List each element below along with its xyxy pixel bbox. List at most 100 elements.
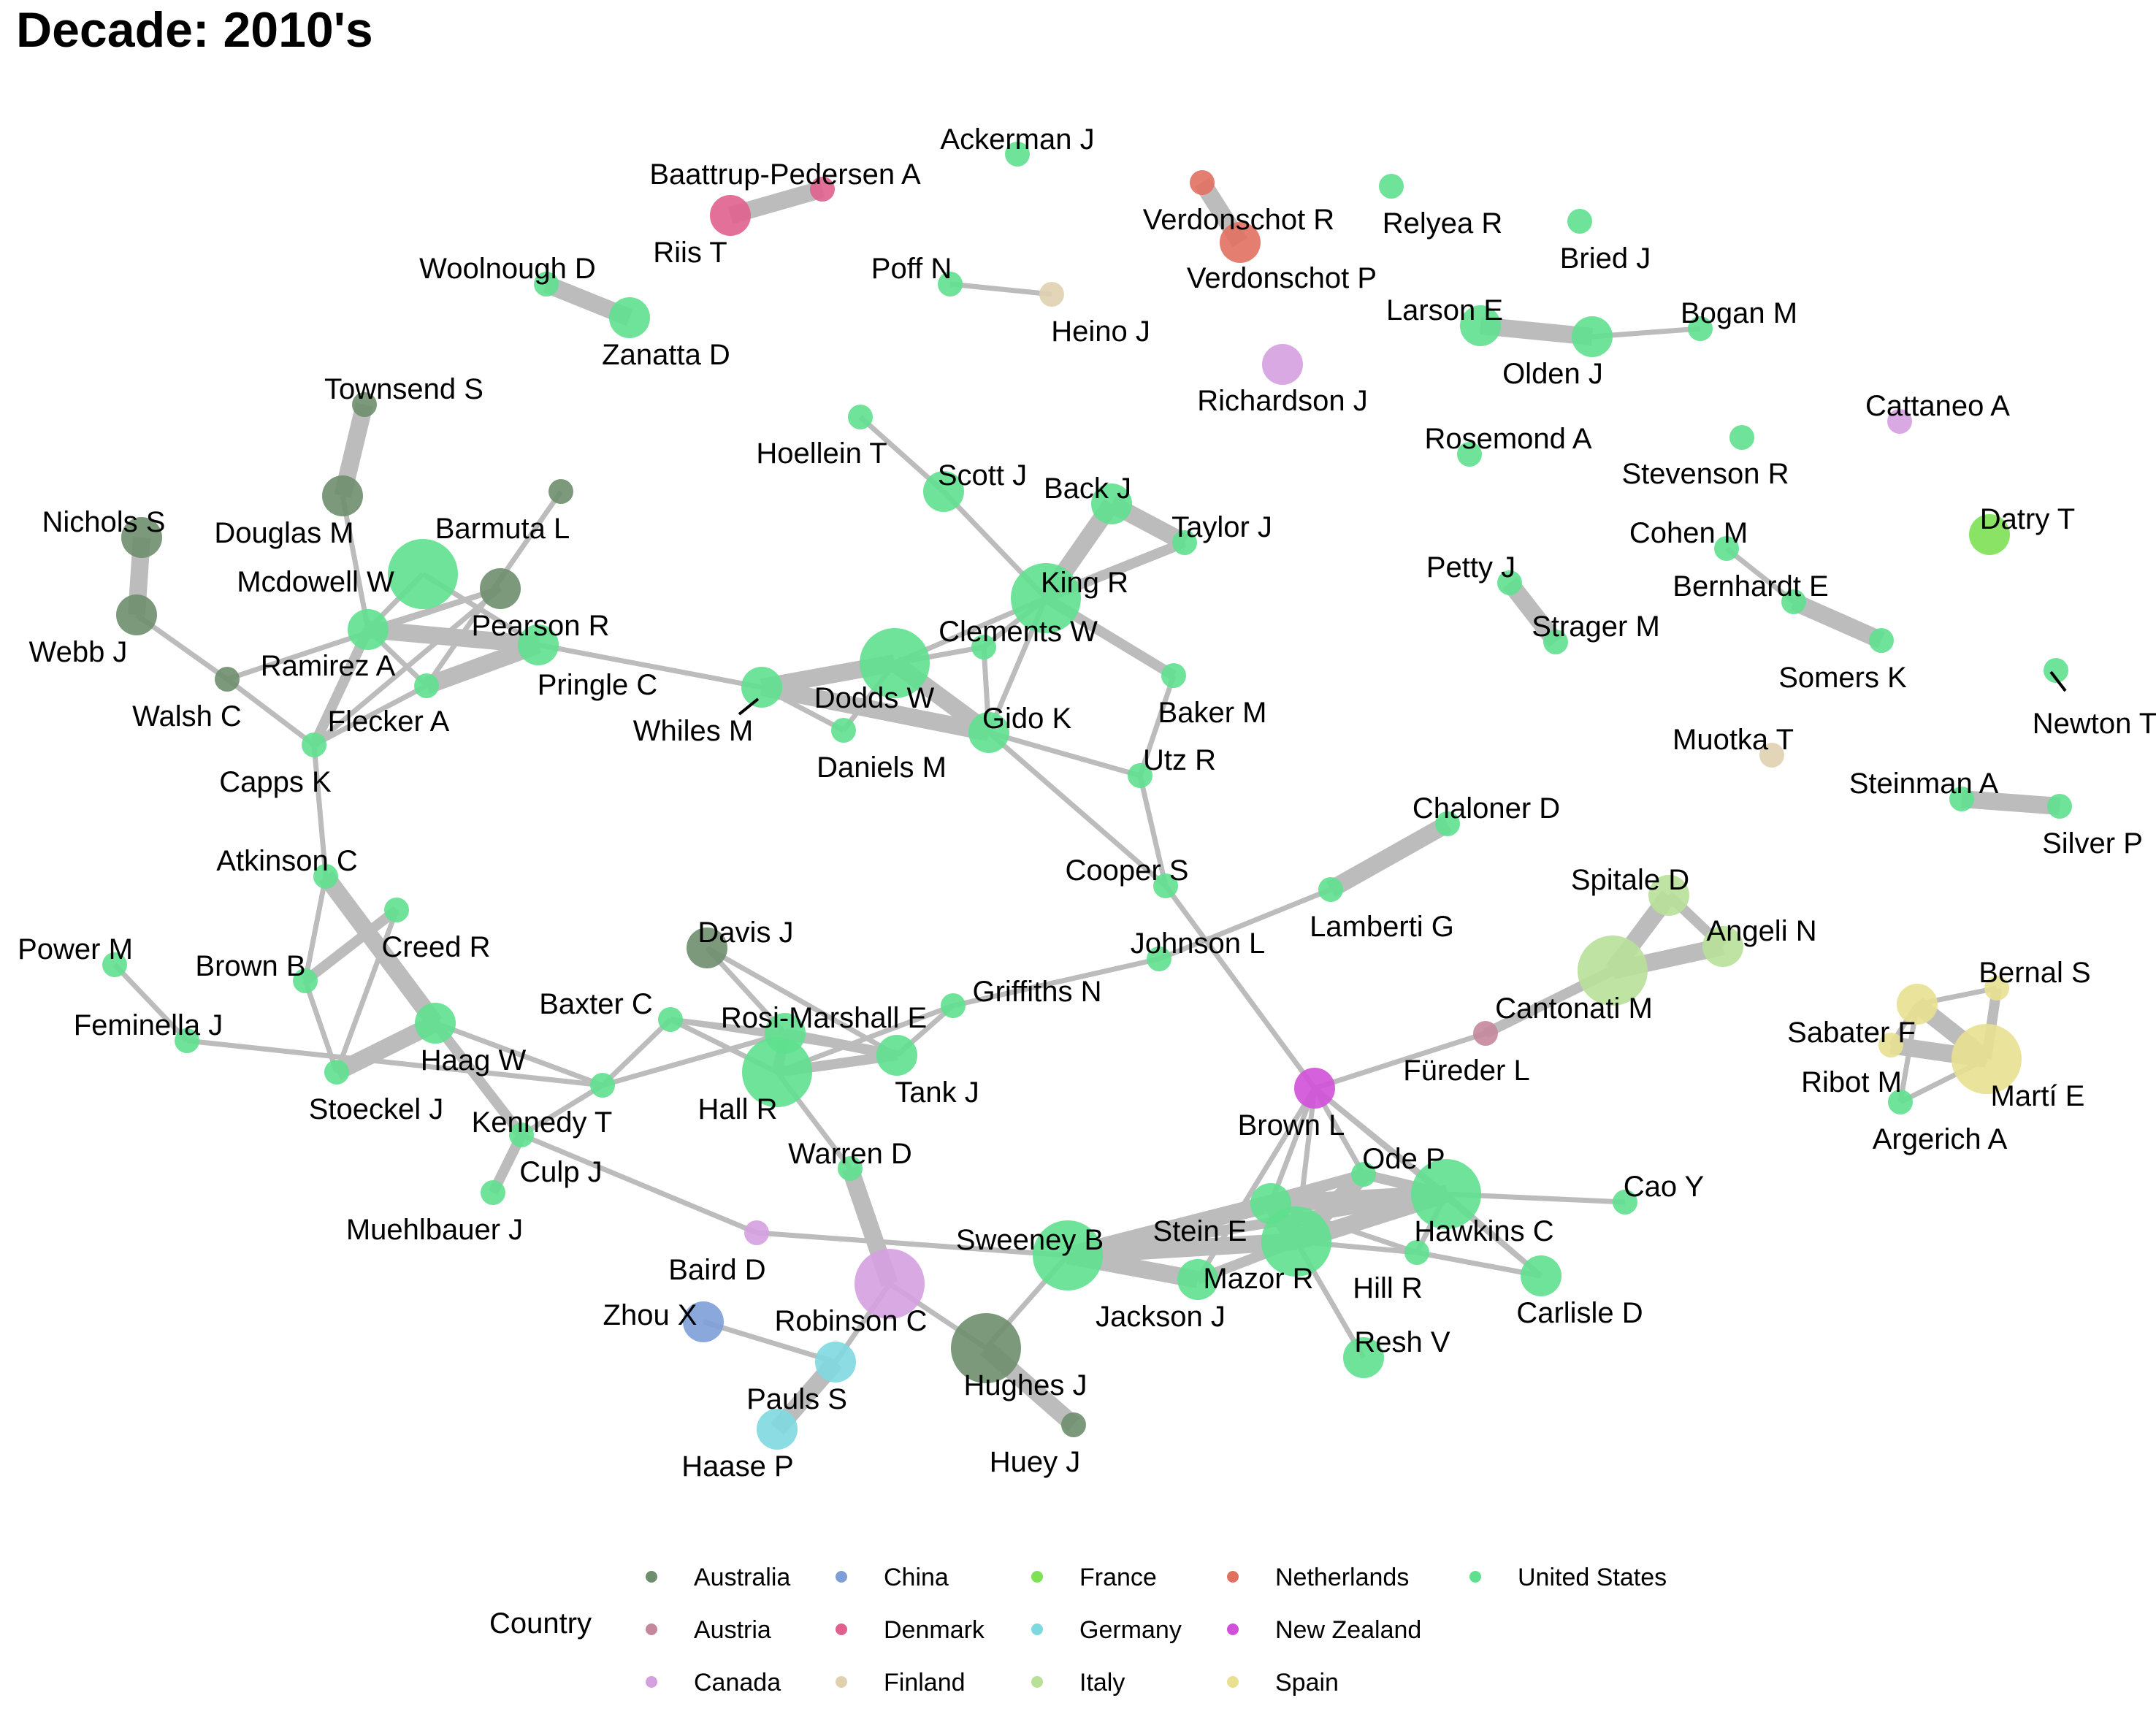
- legend-label-italy: Italy: [1079, 1669, 1125, 1697]
- node-label-riis-t: Riis T: [653, 237, 727, 269]
- node-hawkins-c: [1411, 1159, 1481, 1229]
- node-label-ackerman-j: Ackerman J: [940, 123, 1094, 156]
- node-zhou-x: [683, 1301, 724, 1342]
- node-scott-j: [923, 471, 964, 512]
- node-label-fureder-l: Füreder L: [1403, 1055, 1529, 1087]
- node-brown-l: [1294, 1068, 1335, 1109]
- node-culp-j: [509, 1122, 534, 1147]
- node-label-daniels-m: Daniels M: [817, 751, 947, 784]
- node-mazor-r: [1261, 1206, 1331, 1277]
- node-relyea-r: [1379, 174, 1404, 199]
- legend-swatch-australia: [646, 1571, 657, 1583]
- label-leader-line-1: [2049, 670, 2067, 692]
- node-taylor-j: [1172, 530, 1197, 555]
- edge-brown-l-stein-e: [1268, 1087, 1318, 1205]
- node-heino-j: [1039, 282, 1064, 307]
- node-label-argerich-a: Argerich A: [1873, 1123, 2008, 1155]
- legend-swatch-finland: [836, 1676, 847, 1688]
- legend-label-china: China: [884, 1564, 949, 1591]
- node-label-stein-e: Stein E: [1153, 1215, 1247, 1247]
- legend-swatch-france: [1031, 1571, 1043, 1583]
- node-label-tank-j: Tank J: [895, 1076, 979, 1109]
- node-label-robinson-c: Robinson C: [774, 1305, 927, 1337]
- node-label-clements-w: Clements W: [939, 616, 1098, 648]
- legend-swatch-spain: [1227, 1676, 1239, 1688]
- node-label-cohen-m: Cohen M: [1629, 517, 1748, 549]
- node-hughes-j: [951, 1313, 1021, 1383]
- node-label-rosemond-a: Rosemond A: [1424, 423, 1591, 455]
- node-cantonati-m: [1578, 936, 1648, 1006]
- node-label-dodds-w: Dodds W: [814, 682, 935, 714]
- node-label-chaloner-d: Chaloner D: [1413, 792, 1560, 825]
- node-warren-d: [838, 1156, 863, 1181]
- legend-label-australia: Australia: [694, 1564, 790, 1591]
- node-label-mcdowell-w: Mcdowell W: [237, 566, 394, 598]
- node-label-datry-t: Datry T: [1980, 503, 2075, 535]
- node-label-ode-p: Ode P: [1362, 1143, 1445, 1175]
- legend: Country AustraliaAustriaCanadaChinaDenma…: [489, 1564, 1667, 1697]
- node-spitale-d: [1648, 875, 1689, 916]
- node-label-richardson-j: Richardson J: [1197, 385, 1367, 417]
- node-label-somers-k: Somers K: [1778, 662, 1907, 694]
- node-verdonschot-p: [1220, 222, 1261, 263]
- node-richardson-j: [1262, 344, 1303, 385]
- legend-swatch-italy: [1031, 1676, 1043, 1688]
- node-label-baird-d: Baird D: [668, 1254, 765, 1286]
- edge-bernhardt-e-somers-k: [1790, 594, 1885, 649]
- edge-steinman-a-silver-p: [1961, 790, 2060, 815]
- node-label-brown-b: Brown B: [195, 950, 305, 982]
- node-label-spitale-d: Spitale D: [1571, 864, 1689, 896]
- node-label-pringle-c: Pringle C: [538, 669, 658, 701]
- node-label-muehlbauer-j: Muehlbauer J: [346, 1214, 523, 1246]
- node-label-webb-j: Webb J: [29, 636, 128, 668]
- node-label-heino-j: Heino J: [1051, 315, 1150, 348]
- legend-swatch-netherlands: [1227, 1571, 1239, 1583]
- node-verdonschot-r: [1190, 170, 1215, 195]
- legend-swatch-united-states: [1469, 1571, 1481, 1583]
- node-label-townsend-s: Townsend S: [324, 373, 483, 405]
- node-label-bogan-m: Bogan M: [1681, 297, 1797, 329]
- node-label-muotka-t: Muotka T: [1673, 724, 1794, 756]
- node-label-douglas-m: Douglas M: [214, 517, 353, 549]
- node-cao-y: [1613, 1190, 1637, 1215]
- edge-chaloner-d-lamberti-g: [1326, 816, 1452, 898]
- node-label-flecker-a: Flecker A: [328, 705, 450, 738]
- plot-title: Decade: 2010's: [16, 2, 373, 58]
- node-riis-t: [710, 195, 751, 236]
- node-label-poff-n: Poff N: [871, 253, 952, 285]
- node-back-j: [1091, 483, 1132, 524]
- node-cooper-s: [1153, 873, 1178, 898]
- node-whiles-m: [741, 667, 782, 708]
- edge-brown-l-jackson-j: [1196, 1087, 1317, 1281]
- edge-gido-k-cooper-s: [987, 730, 1168, 888]
- node-strager-m: [1543, 630, 1568, 654]
- legend-label-united-states: United States: [1518, 1564, 1667, 1591]
- node-hill-r: [1404, 1240, 1429, 1265]
- edge-culp-j-kennedy-t: [520, 1083, 604, 1137]
- edge-zhou-x-pauls-s: [702, 1319, 837, 1365]
- edge-utz-r-cooper-s: [1137, 775, 1169, 887]
- edge-cohen-m-bernhardt-e: [1724, 546, 1796, 604]
- node-label-feminella-j: Feminella J: [74, 1009, 223, 1041]
- edge-flecker-a-capps-k: [313, 683, 428, 748]
- edge-walsh-c-capps-k: [225, 677, 316, 747]
- node-baxter-c: [658, 1007, 683, 1032]
- node-marti-e: [1952, 1024, 2022, 1094]
- node-newton-t: [2044, 658, 2068, 683]
- node-daniels-m: [831, 718, 856, 743]
- node-carlisle-d: [1521, 1255, 1561, 1296]
- node-label-hawkins-c: Hawkins C: [1414, 1215, 1553, 1247]
- node-ackerman-j: [1005, 142, 1030, 167]
- node-haag-w: [415, 1003, 456, 1044]
- node-label-cantonati-m: Cantonati M: [1495, 992, 1653, 1025]
- node-label-power-m: Power M: [18, 933, 133, 965]
- node-label-rosi-marshall-e: Rosi-Marshall E: [721, 1002, 927, 1034]
- node-label-davis-j: Davis J: [697, 917, 793, 949]
- node-robinson-c: [855, 1249, 925, 1319]
- node-haase-p: [757, 1409, 798, 1450]
- node-mcdowell-w: [388, 539, 458, 609]
- node-label-taylor-j: Taylor J: [1171, 511, 1272, 543]
- edge-culp-j-baird-d: [520, 1132, 758, 1236]
- legend-items: AustraliaAustriaCanadaChinaDenmarkFinlan…: [646, 1564, 1667, 1697]
